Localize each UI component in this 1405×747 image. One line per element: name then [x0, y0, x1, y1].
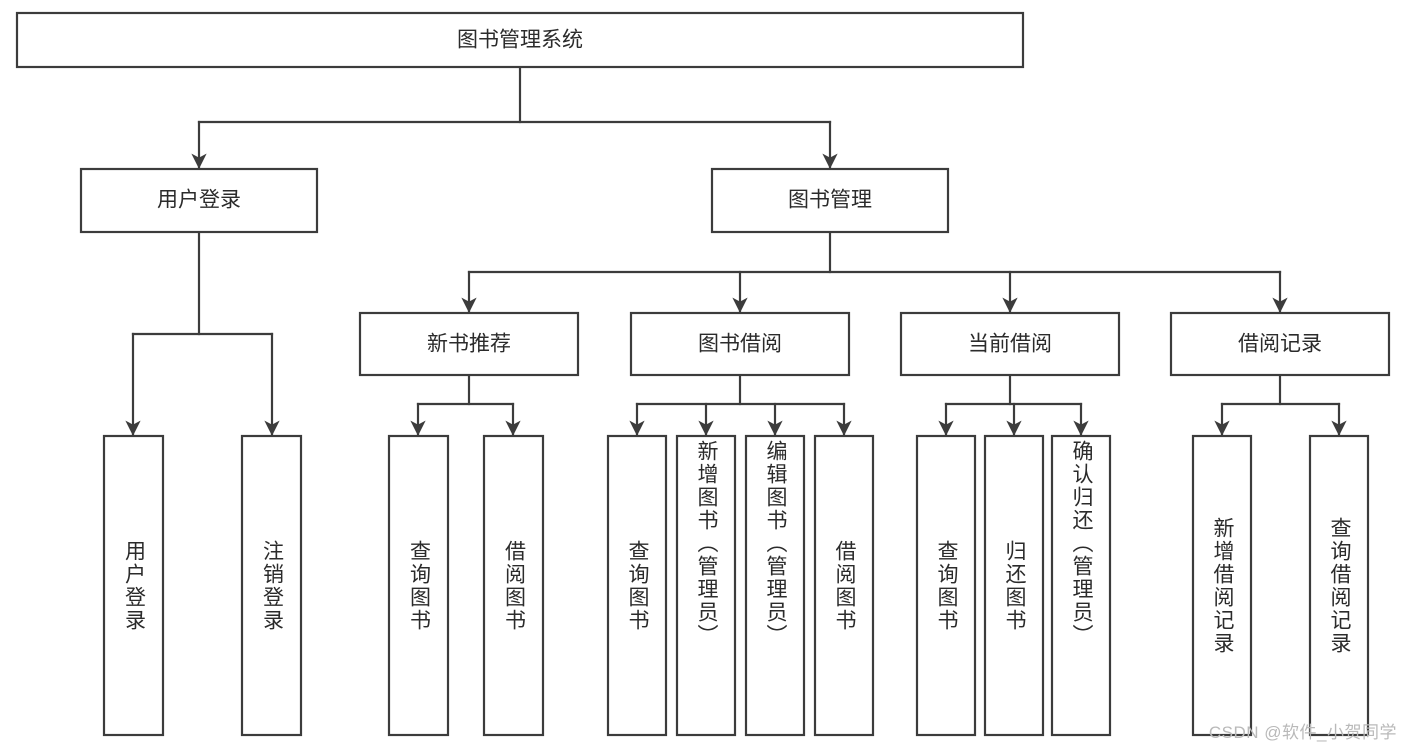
node-user-login[interactable]: 用户登录 [79, 167, 319, 234]
node-new-book-recommend-label: 新书推荐 [427, 333, 511, 356]
connector-group-user-login [125, 230, 280, 436]
leaf-boxes [102, 434, 1370, 737]
connector-group-current-borrow [938, 373, 1089, 436]
leaf-box-user-login-1[interactable] [240, 434, 303, 737]
node-book-borrow[interactable]: 图书借阅 [629, 311, 851, 377]
leaf-box-borrow-record-0[interactable] [1191, 434, 1253, 737]
leaf-box-book-borrow-3[interactable] [813, 434, 875, 737]
node-book-manage-label: 图书管理 [788, 189, 872, 212]
connector-group-book-manage [461, 230, 1288, 313]
leaf-box-current-borrow-2[interactable] [1050, 434, 1112, 737]
node-current-borrow[interactable]: 当前借阅 [899, 311, 1121, 377]
leaf-box-user-login-0[interactable] [102, 434, 165, 737]
leaf-box-new-book-0[interactable] [387, 434, 450, 737]
leaf-box-current-borrow-1[interactable] [983, 434, 1045, 737]
node-current-borrow-label: 当前借阅 [968, 333, 1052, 356]
leaf-box-borrow-record-1[interactable] [1308, 434, 1370, 737]
leaf-box-current-borrow-0[interactable] [915, 434, 977, 737]
node-book-manage[interactable]: 图书管理 [710, 167, 950, 234]
node-borrow-record-box[interactable] [1169, 311, 1391, 377]
csdn-watermark: CSDN @软件_小贺同学 [1208, 723, 1397, 742]
connector-group-new-book [410, 373, 521, 436]
leaf-box-new-book-1[interactable] [482, 434, 545, 737]
node-user-login-box[interactable] [79, 167, 319, 234]
node-user-login-label: 用户登录 [157, 189, 241, 212]
node-new-book-recommend-box[interactable] [358, 311, 580, 377]
node-root-box[interactable] [15, 11, 1025, 69]
connector-group-book-borrow [629, 373, 852, 436]
node-borrow-record[interactable]: 借阅记录 [1169, 311, 1391, 377]
node-book-borrow-box[interactable] [629, 311, 851, 377]
connector-group-borrow-record [1214, 373, 1347, 436]
node-borrow-record-label: 借阅记录 [1238, 333, 1322, 356]
leaf-box-book-borrow-2[interactable] [744, 434, 806, 737]
node-root-label: 图书管理系统 [457, 29, 583, 52]
connector-group-root [191, 65, 838, 169]
node-new-book-recommend[interactable]: 新书推荐 [358, 311, 580, 377]
node-book-borrow-label: 图书借阅 [698, 333, 782, 356]
leaf-box-book-borrow-0[interactable] [606, 434, 668, 737]
leaf-box-book-borrow-1[interactable] [675, 434, 737, 737]
node-book-manage-box[interactable] [710, 167, 950, 234]
node-current-borrow-box[interactable] [899, 311, 1121, 377]
node-root[interactable]: 图书管理系统 [15, 11, 1025, 69]
